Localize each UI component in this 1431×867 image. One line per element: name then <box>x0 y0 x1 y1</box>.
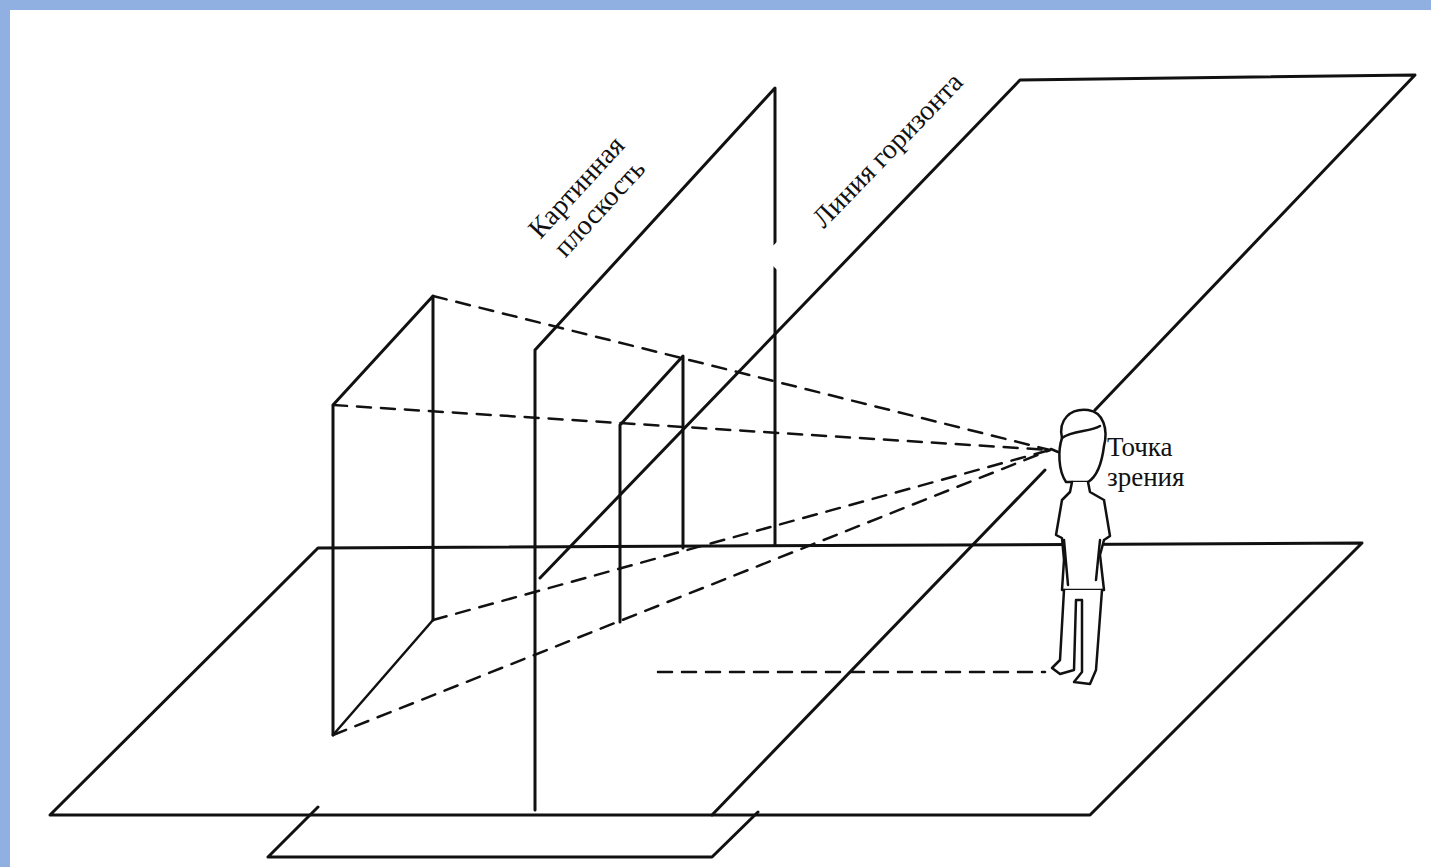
sight-ray <box>333 405 1050 450</box>
viewpoint-label: Точка зрения <box>1104 432 1240 493</box>
sight-ray <box>333 450 1050 735</box>
observer-figure <box>1051 410 1110 684</box>
foot-line <box>658 671 1045 674</box>
object-frame <box>333 296 433 735</box>
object-base <box>333 620 433 735</box>
page-ground <box>10 10 1431 867</box>
sight-ray <box>433 450 1050 620</box>
lower-plane <box>268 807 758 857</box>
horizon-plane-edge <box>712 470 1045 815</box>
horizon-plane <box>540 75 1415 578</box>
picture-plane-label: Картинная плоскость <box>505 112 671 285</box>
sight-ray <box>433 296 1050 450</box>
ground-plane <box>50 543 1362 815</box>
projected-frame <box>620 356 683 622</box>
horizon-line-label: Линия горизонта <box>763 21 1013 278</box>
